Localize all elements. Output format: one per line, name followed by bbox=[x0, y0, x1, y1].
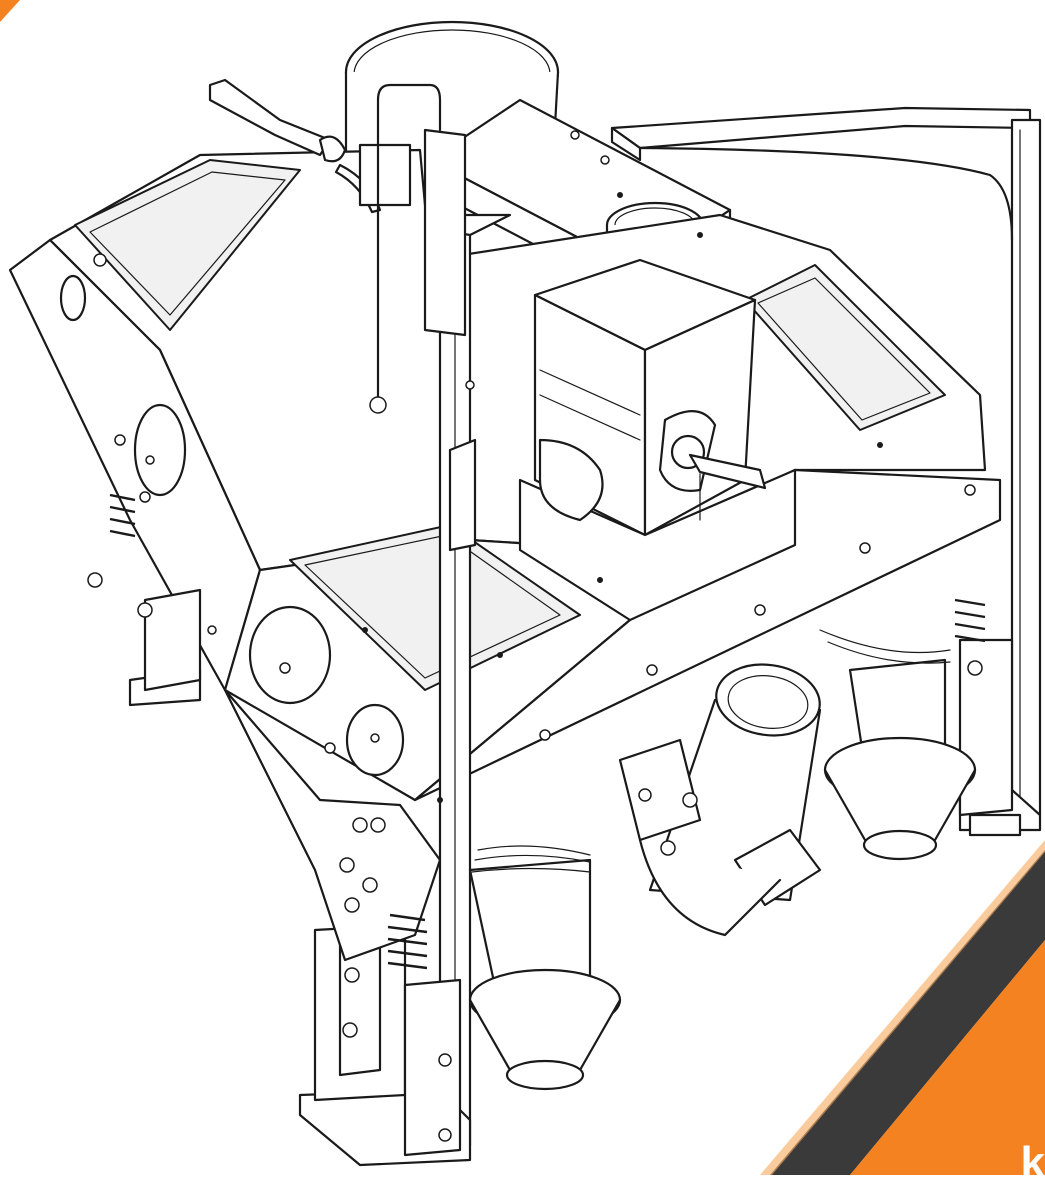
corner-logo-band bbox=[760, 840, 1045, 1175]
springs bbox=[109, 493, 986, 970]
front-column bbox=[423, 128, 512, 1157]
corner-accent-top-left bbox=[0, 0, 20, 22]
feeder-box bbox=[518, 258, 797, 622]
lower-frame bbox=[128, 588, 1022, 1167]
main-housing bbox=[8, 148, 1002, 802]
logo-orange-stripe bbox=[850, 940, 1045, 1175]
left-arm bbox=[208, 78, 442, 414]
vibrator-motor bbox=[618, 663, 822, 937]
right-hopper bbox=[819, 629, 977, 861]
left-hopper bbox=[468, 845, 622, 1091]
logo-glow bbox=[760, 840, 1045, 1175]
corner-logo-letter: k bbox=[1020, 1138, 1045, 1187]
fasteners bbox=[87, 130, 983, 1142]
